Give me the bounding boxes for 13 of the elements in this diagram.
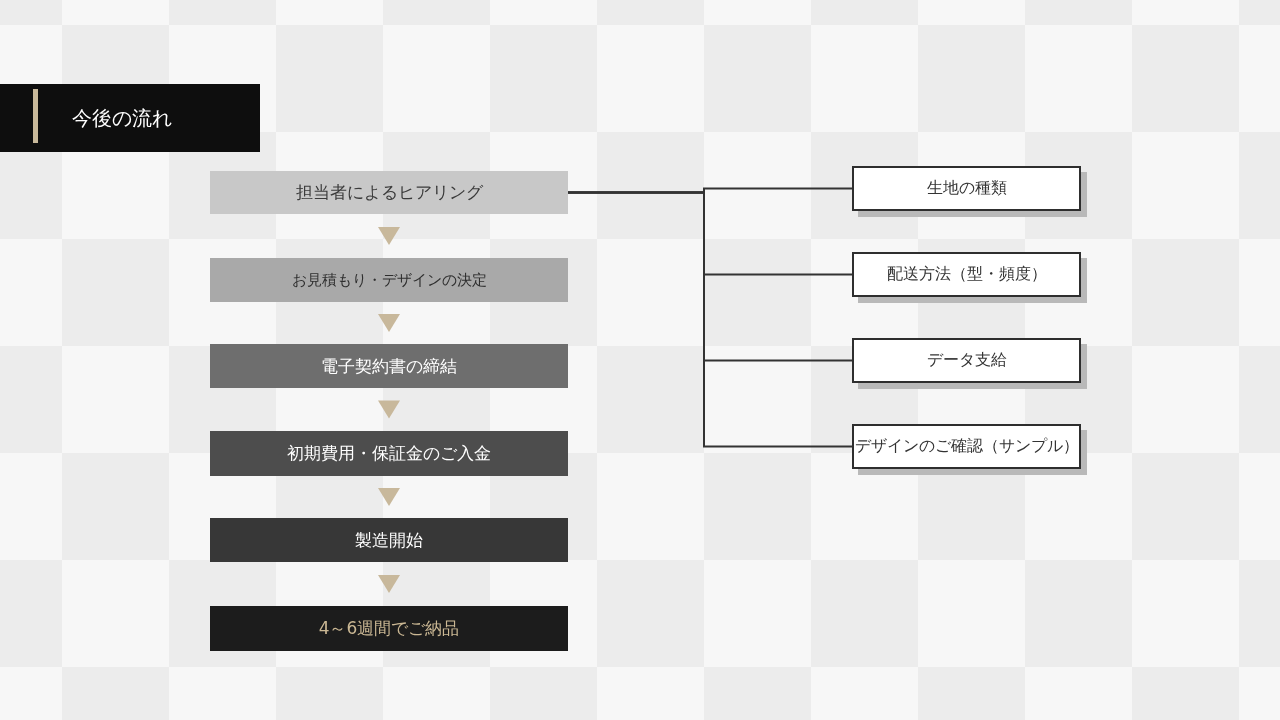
- title: 今後の流れ: [72, 105, 172, 132]
- triangle-arrow: [378, 314, 400, 332]
- triangle-arrow: [378, 575, 400, 593]
- process-box: お見積もり・デザインの決定: [210, 258, 568, 302]
- process-box: 初期費用・保証金のご入金: [210, 431, 568, 476]
- process-box: 製造開始: [210, 518, 568, 562]
- connector-line: [567, 191, 853, 448]
- triangle-arrow: [378, 488, 400, 506]
- triangle-arrow: [378, 400, 400, 419]
- triangle-arrow: [378, 227, 400, 245]
- process-box: 電子契約書の締結: [210, 344, 568, 388]
- process-box: 担当者によるヒアリング: [210, 171, 568, 214]
- process-box: 4～6週間でご納品: [210, 606, 568, 651]
